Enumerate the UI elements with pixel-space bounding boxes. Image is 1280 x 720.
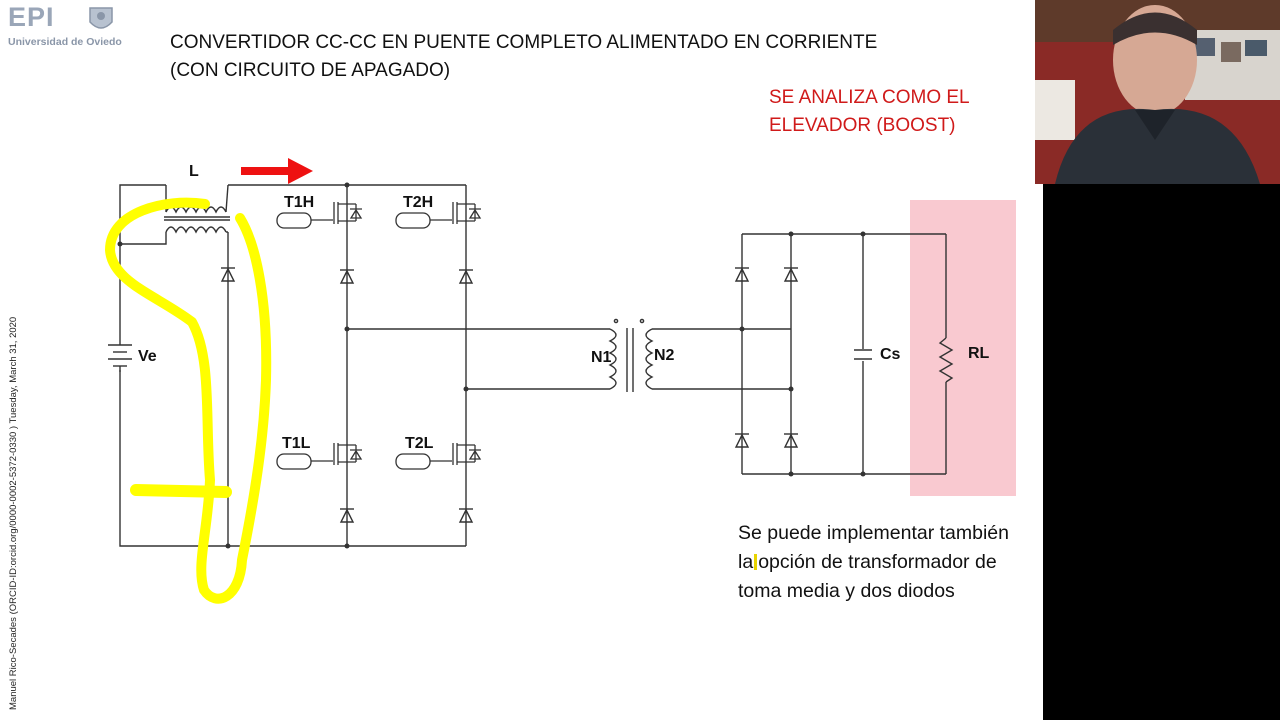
label-T2H: T2H <box>403 194 433 211</box>
diode-icon <box>734 433 750 448</box>
resistor-icon <box>938 337 954 383</box>
diode-icon <box>458 269 474 284</box>
university-logo: EPI Universidad de Oviedo <box>4 2 122 50</box>
diode-icon <box>339 508 355 523</box>
junction-dots <box>117 182 866 549</box>
crest-icon <box>89 7 113 29</box>
label-Ve: Ve <box>138 348 157 365</box>
load-highlight <box>910 200 1016 496</box>
diode-icon <box>783 267 799 282</box>
label-T2L: T2L <box>405 435 434 452</box>
diode-icon <box>220 267 236 282</box>
description-part-2: opción de transformador de toma media y … <box>738 551 997 602</box>
mosfet-icon <box>276 202 363 229</box>
text-cursor-icon <box>754 554 758 570</box>
mosfet-icon <box>395 443 482 470</box>
diode-icon <box>783 433 799 448</box>
slide-area: EPI Universidad de Oviedo CONVERTIDOR CC… <box>4 2 1028 710</box>
label-L: L <box>189 163 199 180</box>
inductor-icon <box>120 184 230 245</box>
diode-icon <box>339 269 355 284</box>
label-Cs: Cs <box>880 346 901 363</box>
mosfet-icon <box>276 443 363 470</box>
label-T1H: T1H <box>284 194 314 211</box>
label-N2: N2 <box>654 347 675 364</box>
battery-icon <box>108 344 132 372</box>
slide-title: CONVERTIDOR CC-CC EN PUENTE COMPLETO ALI… <box>170 32 878 81</box>
mosfet-icon <box>395 202 482 229</box>
diode-icon <box>734 267 750 282</box>
boost-note: SE ANALIZA COMO EL ELEVADOR (BOOST) <box>769 87 970 136</box>
label-N1: N1 <box>591 349 612 366</box>
circuit-schematic: L T1H T2H T1L T2L Ve N1 N2 Cs RL <box>105 158 1016 604</box>
yellow-highlight-strokes <box>105 197 272 604</box>
transformer-icon <box>608 318 654 392</box>
logo-text: EPI <box>8 2 55 32</box>
logo-subtitle: Universidad de Oviedo <box>8 36 122 48</box>
presenter-webcam <box>1035 0 1280 184</box>
diode-icon <box>458 508 474 523</box>
current-arrow-icon <box>241 158 313 184</box>
description-part-1: Se puede implementar también la <box>738 522 1009 573</box>
presenter-video-icon <box>1035 0 1280 184</box>
capacitor-icon <box>854 349 872 361</box>
label-RL: RL <box>968 345 990 362</box>
label-T1L: T1L <box>282 435 311 452</box>
